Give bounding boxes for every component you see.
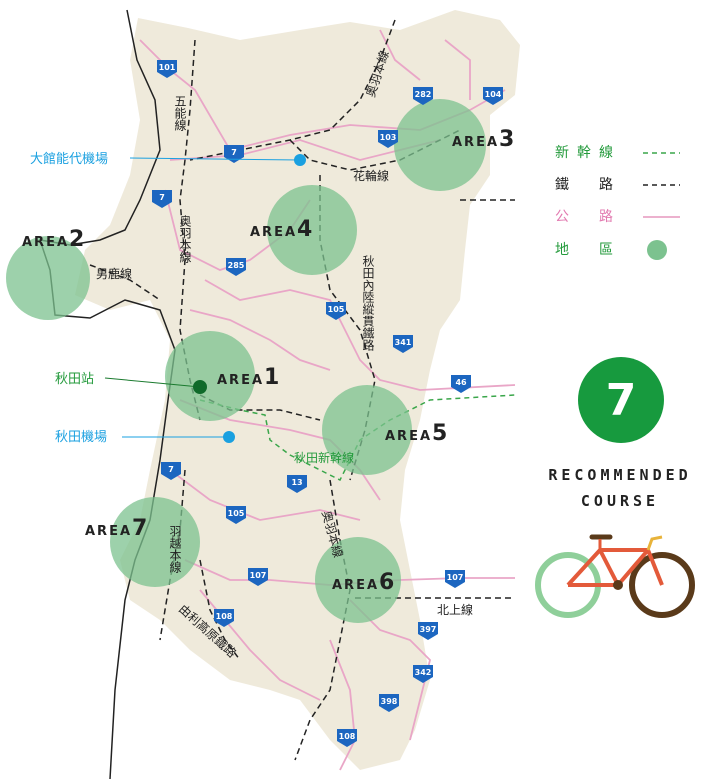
area-circle-2 bbox=[6, 236, 90, 320]
route-shield-7c: 7 bbox=[161, 462, 181, 480]
odate-airport-label: 大館能代機場 bbox=[30, 152, 108, 167]
area-label-4: AREA4 bbox=[250, 217, 314, 242]
hanawa-line-label: 花輪線 bbox=[353, 168, 389, 183]
svg-text:397: 397 bbox=[420, 625, 437, 634]
akita-station-marker bbox=[193, 380, 207, 394]
area-label-3: AREA3 bbox=[452, 127, 516, 152]
area-circle-4 bbox=[267, 185, 357, 275]
akita-nairiku-label: 秋田內陸縱貫鐵路 bbox=[361, 255, 375, 352]
course-title-line1: RECOMMENDED bbox=[548, 466, 692, 484]
route-shield-105a: 105 bbox=[326, 302, 346, 320]
area-label-2: AREA2 bbox=[22, 227, 86, 252]
route-shield-7a: 7 bbox=[224, 145, 244, 163]
akita-airport-marker bbox=[223, 431, 235, 443]
course-number: 7 bbox=[605, 374, 637, 426]
route-shield-397: 397 bbox=[418, 622, 438, 640]
legend-area-swatch bbox=[647, 240, 667, 260]
legend-shinkansen-label: 新幹線 bbox=[555, 144, 621, 161]
route-shield-107a: 107 bbox=[248, 568, 268, 586]
kitakami-line-label: 北上線 bbox=[437, 602, 473, 617]
oga-line-label: 男鹿線 bbox=[96, 266, 132, 281]
svg-text:108: 108 bbox=[339, 732, 356, 741]
area-circles bbox=[6, 99, 486, 623]
legend-railway-label: 鐵 路 bbox=[555, 176, 621, 193]
route-shields: 101 7 7 282 104 103 285 105 341 46 7 13 … bbox=[152, 60, 503, 747]
svg-text:285: 285 bbox=[228, 261, 245, 270]
svg-text:105: 105 bbox=[328, 305, 345, 314]
route-shield-13: 13 bbox=[287, 475, 307, 493]
area-label-7: AREA7 bbox=[85, 516, 149, 541]
area-circle-6 bbox=[315, 537, 401, 623]
svg-text:7: 7 bbox=[231, 148, 237, 157]
poi-markers: 大館能代機場 秋田站 秋田機場 bbox=[30, 152, 306, 445]
route-shield-341: 341 bbox=[393, 335, 413, 353]
route-shield-108b: 108 bbox=[337, 729, 357, 747]
akita-shinkansen-label: 秋田新幹線 bbox=[294, 450, 354, 465]
course-title: RECOMMENDED COURSE bbox=[520, 462, 705, 514]
svg-text:105: 105 bbox=[228, 509, 245, 518]
svg-text:107: 107 bbox=[447, 573, 464, 582]
route-shield-101: 101 bbox=[157, 60, 177, 78]
legend: 新幹線 鐵 路 公 路 地 區 bbox=[555, 144, 680, 260]
svg-text:7: 7 bbox=[159, 193, 165, 202]
area-label-6: AREA6 bbox=[332, 570, 396, 595]
route-shield-104: 104 bbox=[483, 87, 503, 105]
area-circle-3 bbox=[394, 99, 486, 191]
uetsu-line-label: 羽越本線 bbox=[168, 525, 182, 573]
route-shield-103: 103 bbox=[378, 130, 398, 148]
area-circle-1 bbox=[165, 331, 255, 421]
bicycle-icon bbox=[535, 534, 695, 618]
akita-airport-label: 秋田機場 bbox=[55, 430, 107, 445]
gonou-line-label: 五能線 bbox=[173, 95, 187, 131]
legend-area-label: 地 區 bbox=[555, 242, 621, 258]
svg-text:46: 46 bbox=[455, 378, 467, 387]
route-shield-46: 46 bbox=[451, 375, 471, 393]
route-shield-105b: 105 bbox=[226, 506, 246, 524]
svg-text:282: 282 bbox=[415, 90, 432, 99]
area-circle-5 bbox=[322, 385, 412, 475]
svg-text:398: 398 bbox=[381, 697, 398, 706]
shinkansen-line bbox=[199, 394, 516, 482]
route-shield-108a: 108 bbox=[214, 609, 234, 627]
route-shield-107b: 107 bbox=[445, 570, 465, 588]
svg-text:107: 107 bbox=[250, 571, 267, 580]
area-labels: AREA1 AREA2 AREA3 AREA4 AREA5 AREA6 AREA… bbox=[22, 127, 516, 595]
odate-airport-marker bbox=[294, 154, 306, 166]
legend-road-label: 公 路 bbox=[555, 209, 621, 225]
svg-text:104: 104 bbox=[485, 90, 502, 99]
route-shield-342: 342 bbox=[413, 665, 433, 683]
svg-text:13: 13 bbox=[291, 478, 302, 487]
svg-text:342: 342 bbox=[415, 668, 432, 677]
area-circle-7 bbox=[110, 497, 200, 587]
course-number-badge: 7 bbox=[578, 357, 664, 443]
route-shield-7b: 7 bbox=[152, 190, 172, 208]
svg-text:341: 341 bbox=[395, 338, 412, 347]
area-label-5: AREA5 bbox=[385, 421, 449, 446]
route-shield-398: 398 bbox=[379, 694, 399, 712]
route-shield-282: 282 bbox=[413, 87, 433, 105]
svg-text:103: 103 bbox=[380, 133, 397, 142]
svg-text:101: 101 bbox=[159, 63, 176, 72]
route-shield-285: 285 bbox=[226, 258, 246, 276]
course-title-line2: COURSE bbox=[580, 492, 660, 510]
akita-station-label: 秋田站 bbox=[55, 372, 94, 387]
ou-line-mid-label: 奥羽本線 bbox=[178, 215, 192, 263]
svg-text:7: 7 bbox=[168, 465, 174, 474]
svg-text:108: 108 bbox=[216, 612, 233, 621]
area-label-1: AREA1 bbox=[217, 365, 281, 390]
